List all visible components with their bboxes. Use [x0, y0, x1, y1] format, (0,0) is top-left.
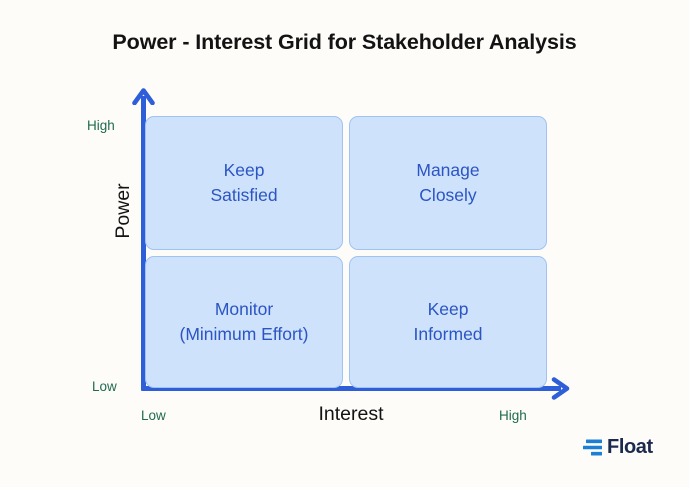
x-axis-tick-low: Low [141, 408, 166, 423]
float-logo: Float [583, 437, 653, 457]
float-wordmark: Float [607, 436, 653, 458]
quadrant-label-line-2: Satisfied [210, 185, 278, 205]
quadrant-label-line-1: Monitor [214, 298, 274, 319]
quadrant-label-line-1: Manage [416, 159, 480, 180]
y-axis-tick-low: Low [92, 379, 117, 394]
float-bars-icon [583, 438, 604, 457]
x-axis-line [141, 386, 561, 391]
y-axis-title: Power [112, 183, 134, 239]
arrow-right-icon [551, 377, 571, 400]
y-axis-tick-high: High [87, 118, 115, 133]
y-axis-line [141, 96, 146, 390]
quadrant-label-line-1: Keep [427, 298, 469, 319]
quadrant-keep-informed[interactable]: Keep Informed [349, 256, 547, 388]
quadrant-manage-closely[interactable]: Manage Closely [349, 116, 547, 250]
quadrant-monitor-minimum-effort[interactable]: Monitor (Minimum Effort) [145, 256, 343, 388]
x-axis-tick-high: High [499, 408, 527, 423]
quadrant-keep-satisfied[interactable]: Keep Satisfied [145, 116, 343, 250]
quadrant-label-line-2: Informed [413, 324, 483, 344]
x-axis-title: Interest [318, 403, 384, 425]
page-title: Power - Interest Grid for Stakeholder An… [112, 30, 577, 54]
quadrant-label-line-1: Keep [223, 159, 265, 180]
quadrant-label-line-2: Closely [419, 185, 477, 205]
arrow-up-icon [132, 87, 155, 105]
quadrant-label-line-2: (Minimum Effort) [179, 324, 309, 344]
